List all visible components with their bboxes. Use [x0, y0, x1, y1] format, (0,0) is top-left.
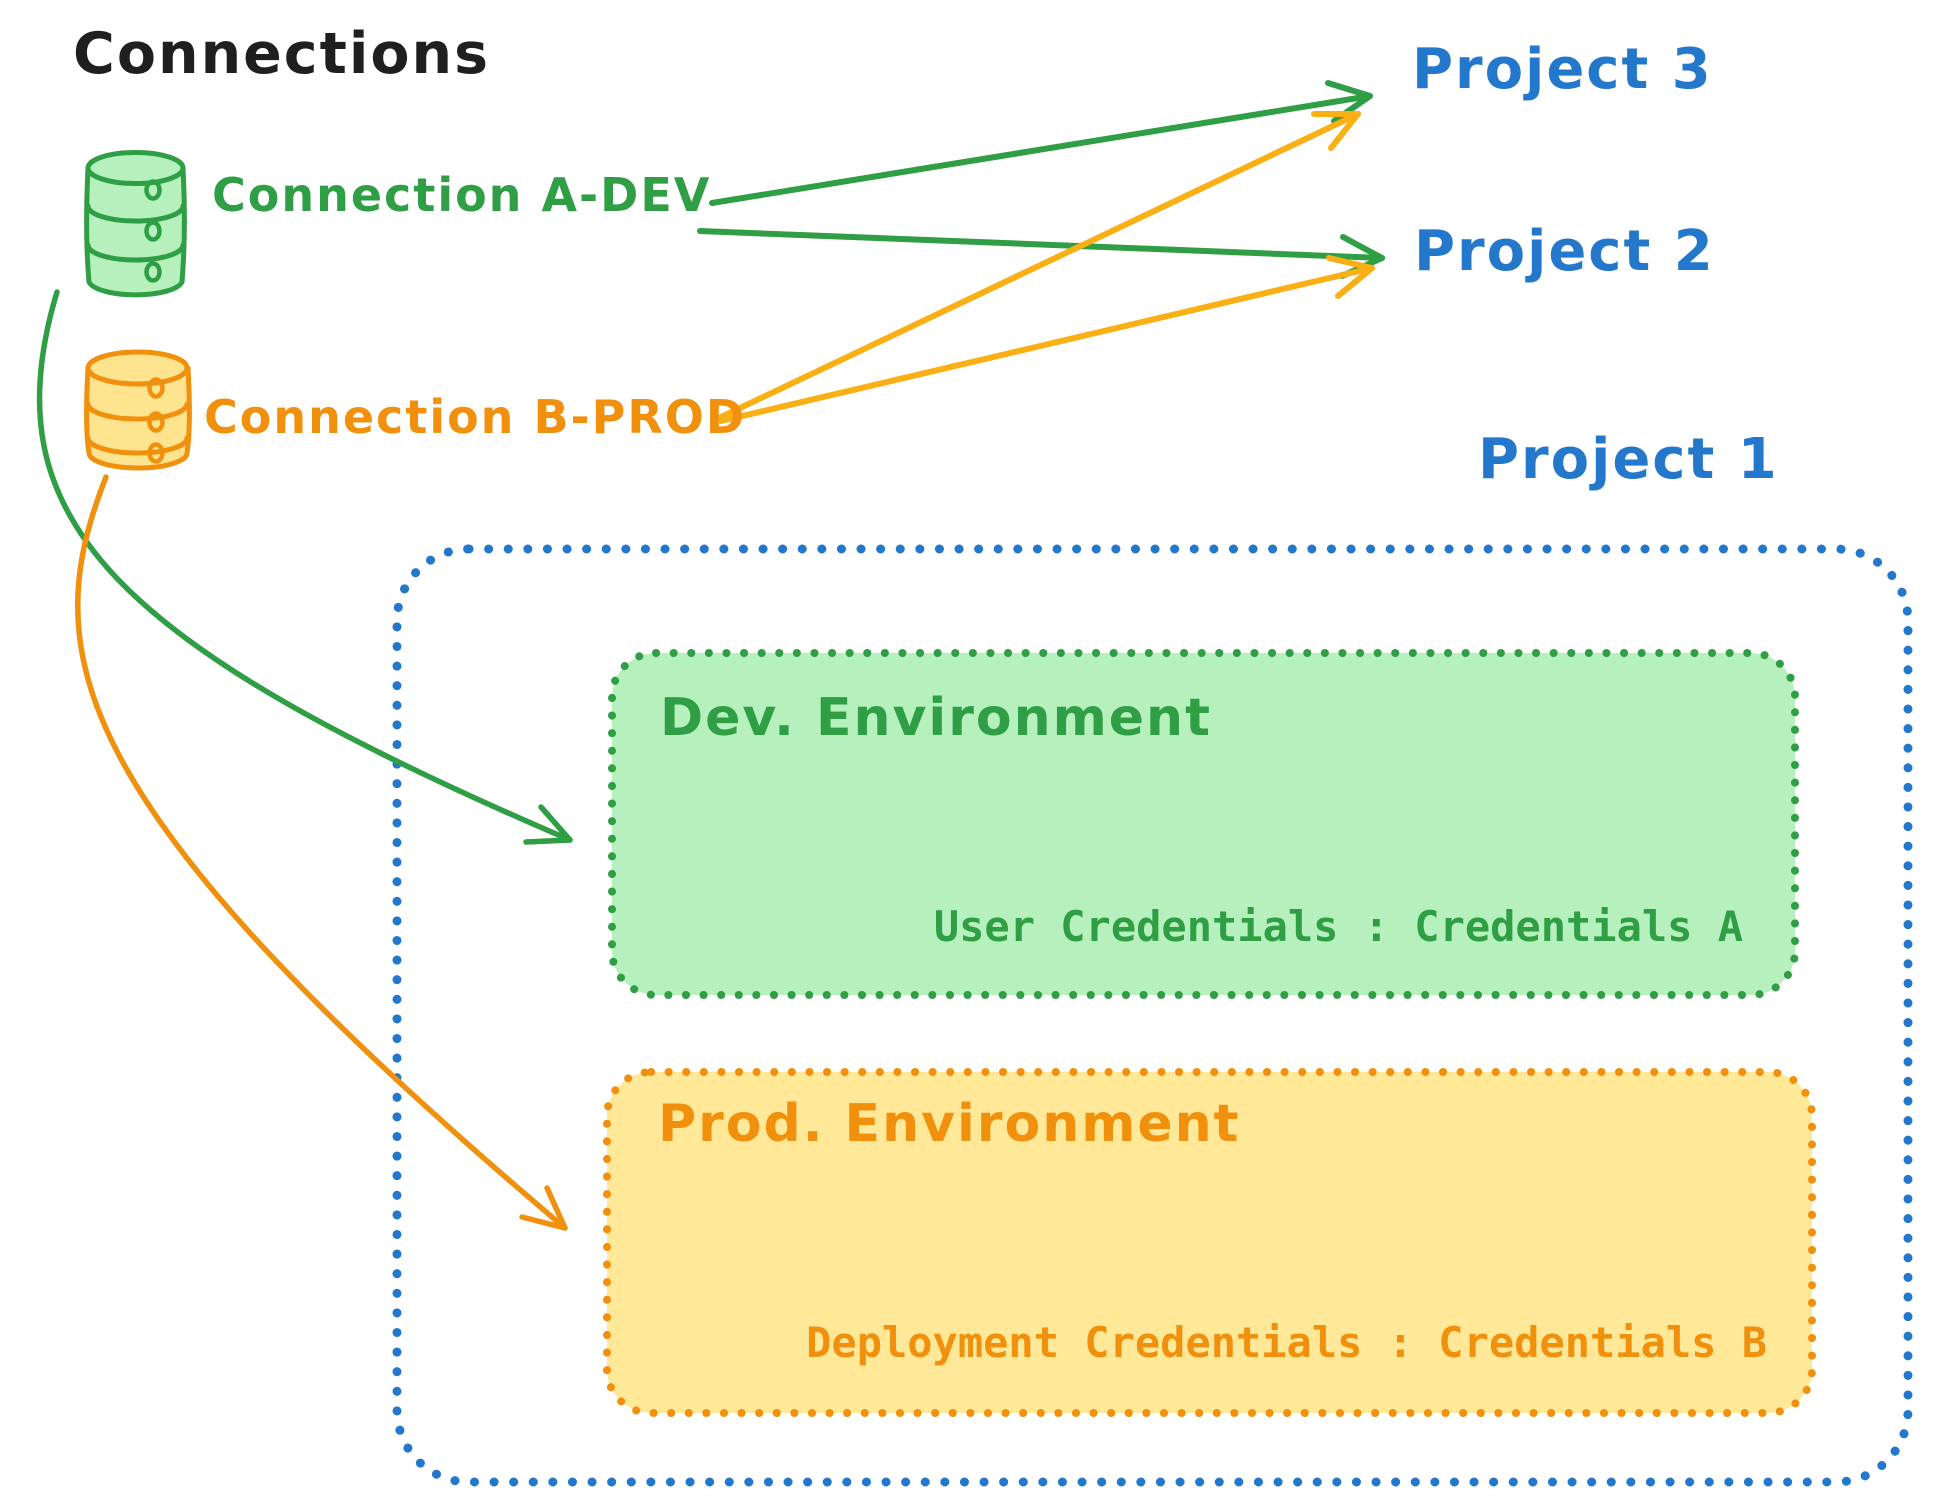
project1-container-box	[392, 544, 1913, 1487]
project-1-label: Project 1	[1478, 427, 1779, 492]
prod-credentials-text: Deployment Credentials : Credentials B	[806, 1318, 1767, 1367]
diagram-title: Connections	[73, 21, 491, 87]
dev-environment-title: Dev. Environment	[660, 688, 1212, 748]
database-icon-b-prod	[84, 349, 192, 471]
connection-a-dev-label: Connection A-DEV	[212, 168, 712, 222]
database-icon-a-dev	[84, 150, 187, 298]
arrow-bprod-to-prod-environment	[74, 474, 568, 1231]
dev-credentials-text: User Credentials : Credentials A	[933, 902, 1743, 951]
arrow-adev-to-project3	[709, 80, 1373, 206]
arrow-adev-to-dev-environment	[36, 289, 573, 845]
project-2-label: Project 2	[1414, 219, 1715, 284]
arrow-bprod-to-project2	[718, 255, 1375, 424]
arrow-adev-to-project2	[697, 228, 1385, 279]
prod-environment-box	[603, 1068, 1816, 1417]
arrow-bprod-to-project3	[714, 111, 1361, 422]
prod-environment-title: Prod. Environment	[658, 1094, 1241, 1154]
dev-environment-box	[608, 649, 1799, 999]
project-3-label: Project 3	[1412, 37, 1713, 102]
connection-b-prod-label: Connection B-PROD	[204, 390, 747, 444]
